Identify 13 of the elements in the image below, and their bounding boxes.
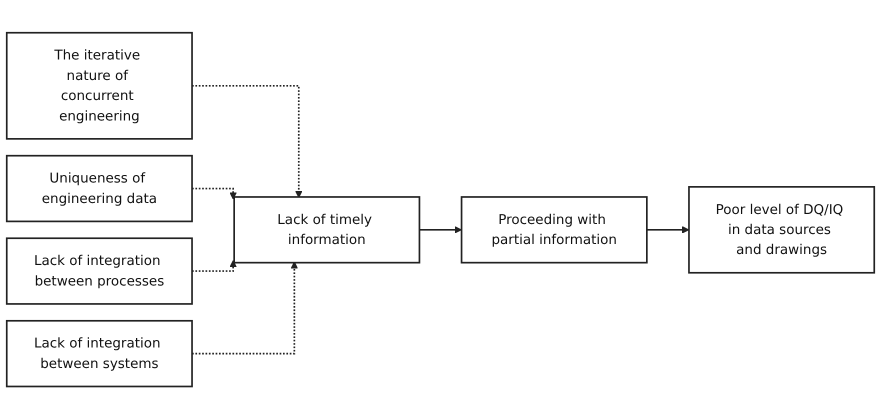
node-box: The iterative nature of concurrent engineering	[6, 32, 193, 140]
arrow	[419, 226, 462, 234]
node-box: Lack of integration between processes	[6, 238, 193, 306]
arrow	[192, 260, 237, 272]
node-box: Lack of integration between systems	[6, 320, 193, 388]
arrow	[192, 188, 237, 200]
node-box: Proceeding with partial information	[460, 196, 648, 264]
arrow	[646, 226, 690, 234]
node-box: Uniqueness of engineering data	[6, 155, 193, 223]
arrow	[192, 262, 298, 355]
node-box: Lack of timely information	[233, 196, 420, 264]
arrow	[192, 85, 302, 198]
node-box: Poor level of DQ/IQ in data sources and drawings	[688, 186, 876, 274]
